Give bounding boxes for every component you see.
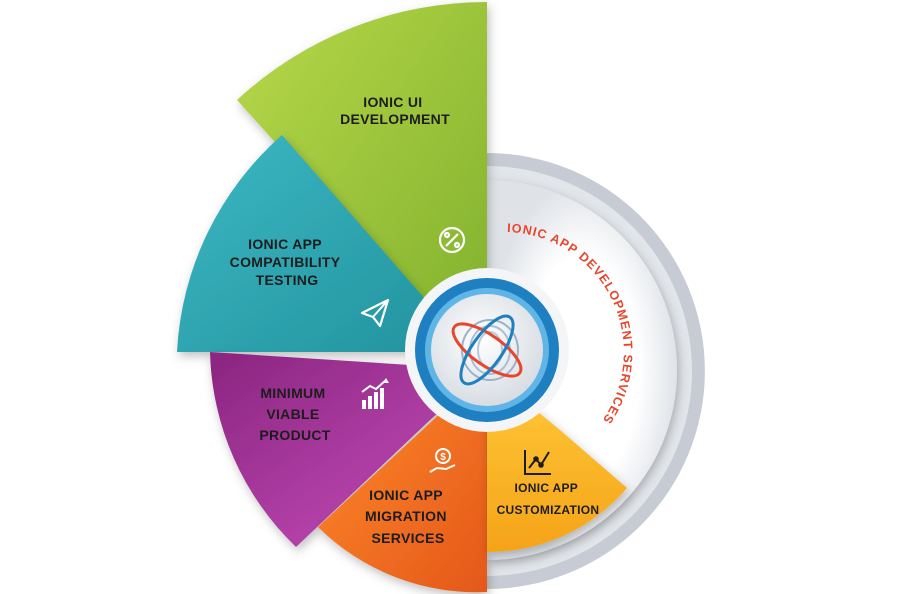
globe-logo-icon bbox=[451, 314, 523, 386]
segment-compatibility-testing[interactable] bbox=[177, 135, 487, 370]
growth-chart-icon bbox=[361, 378, 389, 409]
segment-ui-development[interactable] bbox=[237, 2, 487, 370]
label-minimum-viable-product: MINIMUM VIABLE PRODUCT bbox=[259, 385, 330, 443]
center-hub bbox=[405, 268, 569, 432]
hub-face bbox=[431, 294, 543, 406]
line-chart-icon bbox=[524, 450, 551, 475]
label-ui-development: IONIC UI DEVELOPMENT bbox=[340, 94, 450, 127]
money-hand-icon: $ bbox=[429, 448, 456, 473]
percent-icon bbox=[438, 226, 466, 254]
segment-minimum-viable-product[interactable] bbox=[210, 352, 487, 547]
segment-labels: IONIC UI DEVELOPMENT IONIC APP COMPATIBI… bbox=[230, 94, 600, 546]
segments bbox=[177, 2, 627, 593]
paper-plane-icon bbox=[360, 298, 390, 328]
segment-migration-services[interactable] bbox=[318, 370, 487, 593]
label-compatibility-testing: IONIC APP COMPATIBILITY TESTING bbox=[230, 236, 345, 288]
label-customization: IONIC APP CUSTOMIZATION bbox=[497, 481, 600, 517]
svg-text:$: $ bbox=[440, 452, 446, 463]
label-migration-services: IONIC APP MIGRATION SERVICES bbox=[365, 487, 451, 546]
